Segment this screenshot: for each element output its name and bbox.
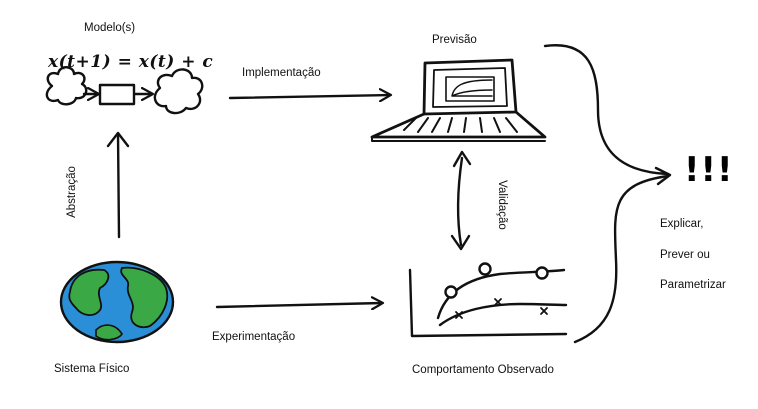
validation-label: Validação bbox=[496, 180, 508, 230]
validation-arrow-head-bottom bbox=[452, 236, 469, 249]
convergence-curves bbox=[545, 45, 670, 342]
globe-icon bbox=[61, 262, 173, 342]
experimentation-arrow bbox=[217, 303, 382, 307]
validation-arrow-head-top bbox=[454, 152, 470, 166]
implementation-label: Implementação bbox=[242, 67, 321, 79]
physical-system-label: Sistema Físico bbox=[54, 363, 130, 375]
parametrize-label: Parametrizar bbox=[660, 279, 726, 291]
left-cloud-icon bbox=[47, 67, 86, 104]
right-cloud-icon bbox=[155, 69, 202, 113]
model-equation: x(t+1) = x(t) + c bbox=[48, 52, 214, 72]
abstraction-arrow bbox=[118, 134, 119, 237]
observed-plot bbox=[410, 264, 566, 337]
data-point-circle bbox=[537, 268, 548, 279]
explain-label: Explicar, bbox=[660, 218, 704, 230]
data-point-cross bbox=[541, 308, 547, 314]
exclamation-marks: !!! bbox=[684, 150, 734, 190]
plot-axes bbox=[410, 270, 566, 336]
forecast-label: Previsão bbox=[432, 34, 477, 46]
experimentation-label: Experimentação bbox=[212, 331, 296, 343]
model-diagram bbox=[47, 67, 202, 113]
abstraction-label: Abstração bbox=[66, 166, 78, 218]
data-point-cross bbox=[495, 299, 501, 305]
model-box bbox=[100, 85, 134, 104]
implementation-arrow bbox=[230, 95, 390, 98]
observed-behavior-label: Comportamento Observado bbox=[412, 364, 554, 376]
laptop-icon bbox=[372, 60, 545, 141]
validation-double-arrow bbox=[458, 158, 462, 245]
predict-label: Prever ou bbox=[660, 249, 710, 261]
data-point-cross bbox=[456, 312, 462, 318]
data-point-circle bbox=[446, 287, 457, 298]
models-label: Modelo(s) bbox=[84, 22, 136, 34]
data-point-circle bbox=[480, 264, 491, 275]
